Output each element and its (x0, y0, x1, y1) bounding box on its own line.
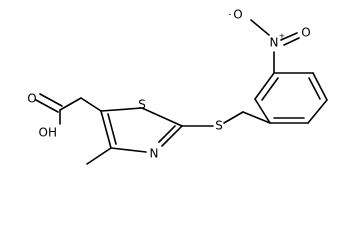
bond-n3-c4 (110, 147, 147, 153)
nitro-nitrogen-charge: + (279, 32, 286, 41)
bond-carbonyl-outer (35, 99, 59, 113)
bond-benzene-5 (254, 72, 275, 100)
bond-n-o-right-double (283, 37, 300, 46)
structure-canvas: O OH S N S N + O - O (27, 7, 328, 165)
bond-n-o-top (250, 19, 270, 36)
nitro-oxygen-top-label: O (233, 8, 242, 22)
bond-c4-c5-double (107, 113, 117, 145)
bond-benzene-2 (307, 99, 328, 124)
bond-benzene-6 (254, 98, 271, 124)
bond-carbonyl-inner (39, 93, 63, 107)
molecule-structure: O OH S N S N + O - O (27, 8, 328, 165)
bond-n-o-right (280, 32, 298, 41)
bond-ch2-benzene (242, 111, 271, 124)
bond-benzene-3-inner (308, 77, 321, 100)
bond-c2-n3 (161, 125, 183, 147)
nitro-oxygen-right-label: O (301, 26, 310, 40)
ring-nitrogen-label: N (150, 147, 159, 161)
oxo-oxygen-label: O (27, 92, 36, 106)
bond-benzene-5-inner (261, 77, 279, 101)
thioether-sulfur-label: S (215, 119, 223, 133)
nitro-oxygen-top-charge: - (229, 10, 232, 19)
bond-c4-c5 (100, 110, 112, 149)
bond-s1-c2 (141, 107, 183, 127)
hydroxyl-label: OH (39, 126, 57, 140)
bond-c4-methyl (86, 147, 112, 165)
bond-ch2-ring (80, 97, 102, 112)
bond-c2-n3-double (158, 125, 176, 143)
nitro-nitrogen-label: N (270, 36, 279, 50)
bond-s-ch2 (223, 111, 244, 124)
bond-benzene-3 (312, 72, 328, 101)
bond-c5-s1 (100, 107, 143, 112)
bond-acid-ch2 (59, 97, 82, 111)
ring-sulfur-label: S (138, 98, 146, 112)
